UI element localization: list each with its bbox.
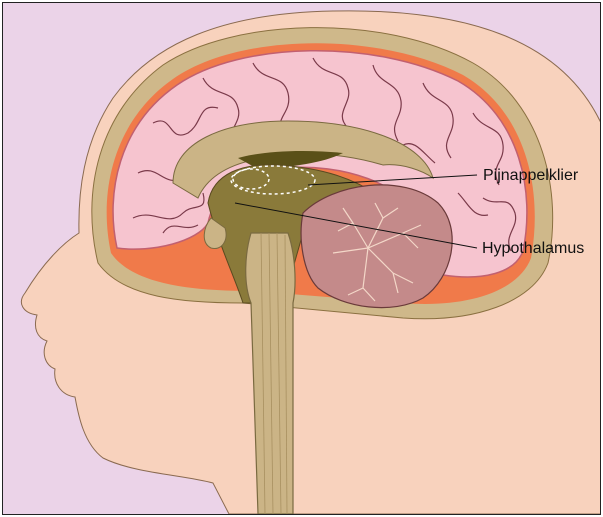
label-pineal-gland: Pijnappelklier bbox=[483, 168, 578, 184]
head-brain-illustration bbox=[3, 3, 600, 514]
cerebellum bbox=[301, 185, 452, 308]
label-hypothalamus: Hypothalamus bbox=[482, 241, 584, 257]
